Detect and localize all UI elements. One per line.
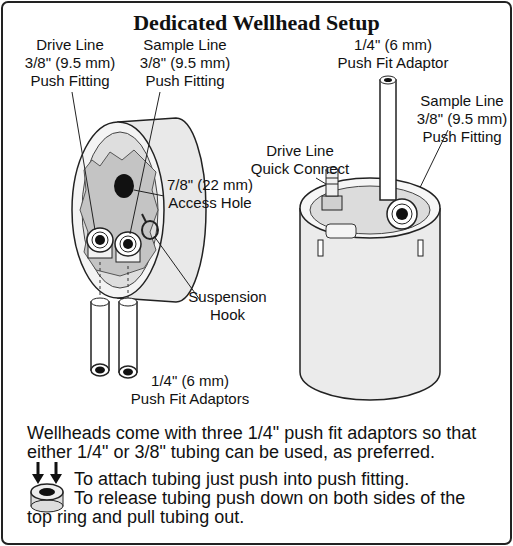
push-fitting-icon	[31, 484, 63, 500]
push-fitting-icon	[55, 462, 58, 476]
side-wellhead	[123, 369, 133, 376]
upright-wellhead	[396, 208, 408, 220]
hole-label: 7/8" (22 mm) Access Hole	[167, 176, 253, 211]
label-block: Sample Line 3/8" (9.5 mm) Push Fitting	[138, 36, 232, 90]
leader-line	[134, 190, 164, 196]
side-wellhead	[95, 367, 105, 374]
side-wellhead	[119, 302, 137, 372]
wrap-spacer	[242, 372, 255, 390]
label-block: 7/8" (22 mm) Access Hole	[160, 176, 260, 212]
side-wellhead	[128, 266, 129, 302]
label-block: Suspension Hook	[180, 288, 275, 324]
side-wellhead	[142, 221, 158, 239]
leader-line	[72, 92, 95, 230]
upright-wellhead	[326, 224, 356, 238]
push-fitting-icon	[37, 462, 40, 476]
upright-wellhead	[380, 76, 396, 84]
wrap-spacer	[125, 372, 138, 390]
upright-wellhead	[318, 240, 323, 256]
side-wellhead	[120, 236, 136, 252]
fitting-label: Drive Line 3/8" (9.5 mm) Push Fitting	[25, 36, 115, 89]
side-wellhead	[100, 262, 101, 302]
label-block: Wellheads come with three 1/4" push fit …	[27, 424, 502, 462]
hook-label: Suspension Hook	[188, 288, 266, 323]
wrap-spacer	[27, 470, 74, 508]
fitting-label: Sample Line 3/8" (9.5 mm) Push Fitting	[417, 92, 507, 145]
side-wellhead	[91, 302, 109, 370]
side-wellhead	[87, 228, 113, 252]
side-wellhead	[91, 364, 109, 376]
leader-line	[130, 92, 160, 234]
side-wellhead	[119, 298, 137, 306]
adaptor-label: 1/4" (6 mm) Push Fit Adaptors	[131, 372, 249, 407]
side-wellhead	[142, 214, 146, 222]
label-block: 1/4" (6 mm) Push Fit Adaptor	[328, 36, 458, 72]
push-fitting-icon	[32, 474, 44, 484]
upright-wellhead	[300, 178, 440, 238]
side-wellhead	[91, 298, 109, 306]
adaptor-label: 1/4" (6 mm) Push Fit Adaptor	[338, 36, 449, 71]
connect-label: Drive Line Quick Connect	[251, 142, 349, 177]
upright-wellhead	[326, 178, 338, 179]
wrap-spacer	[424, 470, 479, 489]
label-block: To attach tubing just push into push fit…	[27, 470, 479, 527]
side-wellhead	[123, 239, 133, 249]
upright-wellhead	[384, 78, 392, 82]
upright-wellhead	[392, 204, 412, 224]
label-block: Drive Line Quick Connect	[248, 142, 352, 178]
label-block: Sample Line 3/8" (9.5 mm) Push Fitting	[415, 92, 509, 146]
diagram-title: Dedicated Wellhead Setup	[0, 10, 513, 36]
fitting-label: Sample Line 3/8" (9.5 mm) Push Fitting	[140, 36, 230, 89]
leader-line	[316, 178, 326, 184]
side-wellhead	[95, 235, 105, 245]
upright-wellhead	[326, 184, 338, 185]
upright-wellhead	[322, 196, 342, 210]
side-wellhead	[72, 122, 164, 298]
push-fitting-icon	[39, 488, 55, 496]
side-wellhead	[114, 174, 134, 198]
side-wellhead	[115, 232, 141, 256]
side-wellhead	[92, 232, 108, 248]
push-fitting-icon	[50, 474, 62, 484]
upright-wellhead	[387, 199, 417, 229]
upright-wellhead	[380, 80, 396, 200]
wrap-spacer	[328, 36, 341, 54]
label-block: 1/4" (6 mm) Push Fit Adaptors	[125, 372, 255, 408]
wrap-spacer	[445, 36, 458, 54]
note-text: Wellheads come with three 1/4" push fit …	[27, 423, 476, 462]
side-wellhead	[119, 366, 137, 378]
side-wellhead	[72, 118, 206, 378]
push-fitting-icon	[31, 462, 63, 512]
note-text: To attach tubing just push into push fit…	[27, 469, 465, 527]
label-block: Drive Line 3/8" (9.5 mm) Push Fitting	[23, 36, 117, 90]
upright-wellhead	[418, 240, 423, 256]
